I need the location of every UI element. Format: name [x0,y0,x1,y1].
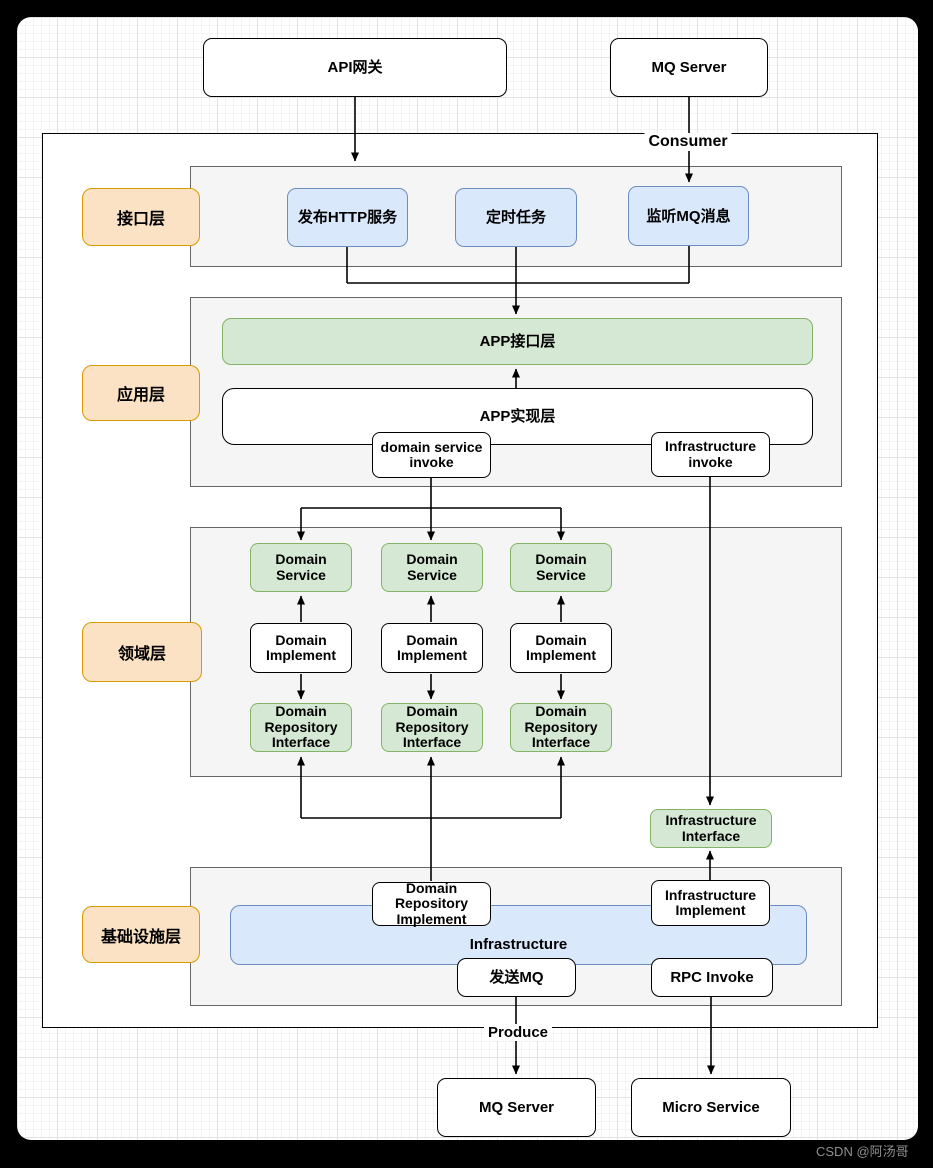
domain-repository-interface-box-1: Domain Repository Interface [250,703,352,752]
domain-repository-implement-box: Domain Repository Implement [372,880,491,927]
send-mq-box: 发送MQ [457,958,576,997]
publish-http-box: 发布HTTP服务 [287,188,408,247]
app-interface-box: APP接口层 [222,318,813,365]
domain-implement-box-1: Domain Implement [250,623,352,673]
watermark-text: CSDN @阿汤哥 [816,1144,909,1159]
domain-service-box-1: Domain Service [250,543,352,592]
infrastructure-interface-box: Infrastructure Interface [650,809,772,848]
mq-server-top-box: MQ Server [610,38,768,97]
domain-repository-interface-box-2: Domain Repository Interface [381,703,483,752]
infrastructure-implement-box: Infrastructure Implement [651,880,770,926]
infrastructure-invoke-box: Infrastructure invoke [651,432,770,477]
domain-service-invoke-box: domain service invoke [372,432,491,478]
domain-layer-tag: 领域层 [82,622,202,682]
domain-service-box-3: Domain Service [510,543,612,592]
domain-implement-box-2: Domain Implement [381,623,483,673]
domain-repository-interface-box-3: Domain Repository Interface [510,703,612,752]
domain-implement-box-3: Domain Implement [510,623,612,673]
interface-layer-tag: 接口层 [82,188,200,246]
rpc-invoke-box: RPC Invoke [651,958,773,997]
infrastructure-container-label: Infrastructure [469,936,568,953]
infrastructure-layer-tag: 基础设施层 [82,906,200,963]
api-gateway-box: API网关 [203,38,507,97]
listen-mq-box: 监听MQ消息 [628,186,749,246]
scheduled-task-box: 定时任务 [455,188,577,247]
mq-server-bottom-box: MQ Server [437,1078,596,1137]
domain-service-box-2: Domain Service [381,543,483,592]
produce-edge-label: Produce [483,1024,553,1041]
consumer-edge-label: Consumer [644,133,732,151]
micro-service-box: Micro Service [631,1078,791,1137]
application-layer-tag: 应用层 [82,365,200,421]
